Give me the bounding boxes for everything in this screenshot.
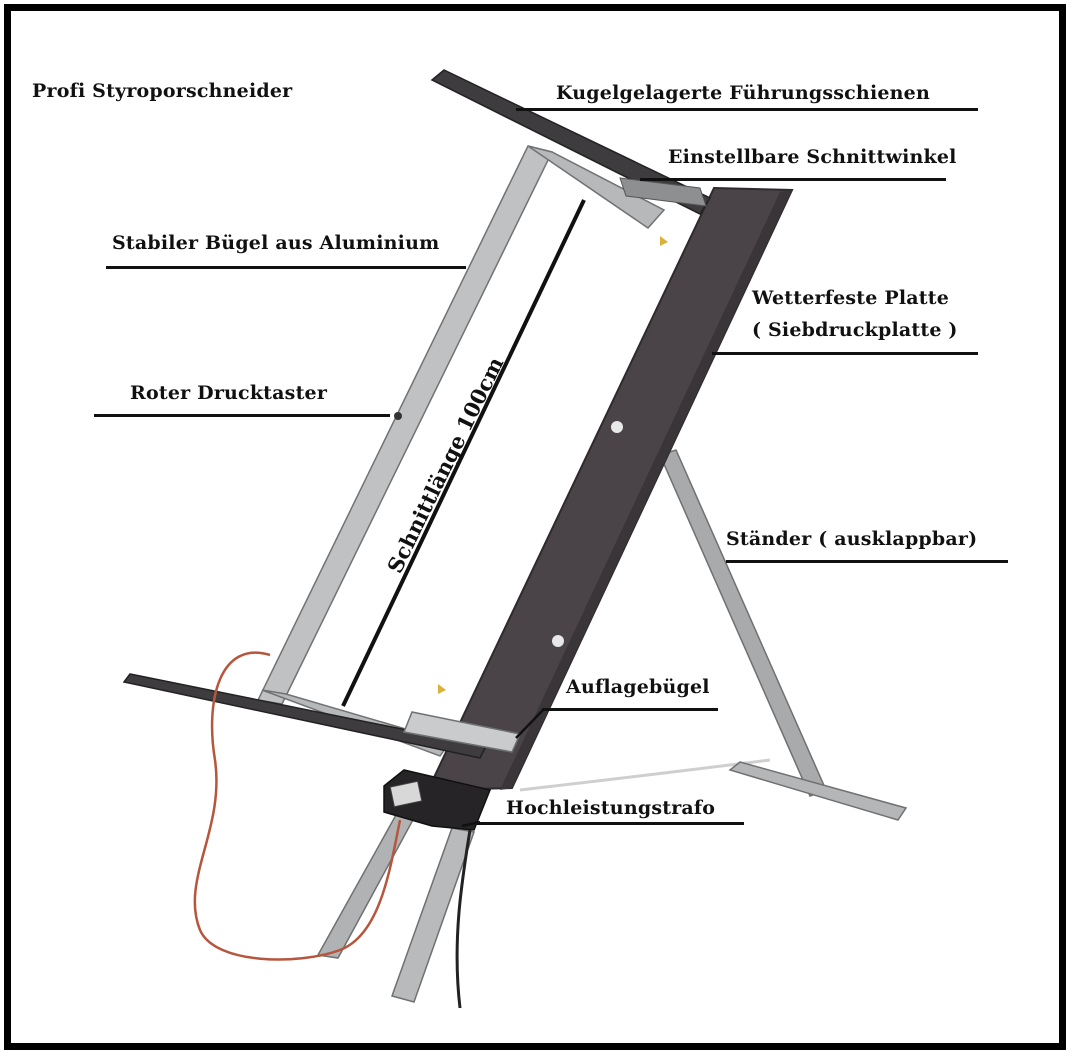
label-weatherproof-plate: Wetterfeste Platte <box>752 287 950 309</box>
cutting-wire <box>341 199 586 707</box>
support-bow <box>402 711 522 753</box>
label-guide-rails: Kugelgelagerte Führungsschienen <box>556 82 930 104</box>
page-title: Profi Styroporschneider <box>32 80 293 102</box>
label-transformer: Hochleistungstrafo <box>506 797 716 819</box>
underline-transformer <box>476 822 744 825</box>
label-aluminium-bow: Stabiler Bügel aus Aluminium <box>112 232 440 254</box>
underline-support-bow <box>542 708 718 711</box>
plate-screw-bottom <box>552 635 564 647</box>
plate-screw-top <box>611 421 623 433</box>
front-leg-right <box>391 827 476 1003</box>
angle-marker-bottom <box>438 684 446 694</box>
leader-support-bow <box>515 709 544 739</box>
underline-red-button <box>94 414 390 417</box>
label-stand: Ständer ( ausklappbar) <box>726 528 978 550</box>
transformer-switch <box>389 780 423 808</box>
underline-aluminium-bow <box>106 266 466 269</box>
aluminium-bow-top <box>527 145 666 229</box>
label-support-bow: Auflagebügel <box>566 676 710 698</box>
heating-cable <box>193 651 402 961</box>
label-cut-angle: Einstellbare Schnittwinkel <box>668 146 957 168</box>
plate-edge <box>500 190 792 790</box>
underline-plate <box>712 352 978 355</box>
red-push-button <box>394 412 402 420</box>
angle-marker-top <box>660 236 668 246</box>
label-red-button: Roter Drucktaster <box>130 382 328 404</box>
underline-cut-angle <box>640 178 946 181</box>
underline-guide-rails <box>516 108 978 111</box>
power-cable <box>455 829 472 1009</box>
stand-foot <box>728 761 908 821</box>
label-plate-type: ( Siebdruckplatte ) <box>752 319 958 341</box>
angle-adjuster <box>619 177 707 207</box>
underline-stand <box>726 560 1008 563</box>
